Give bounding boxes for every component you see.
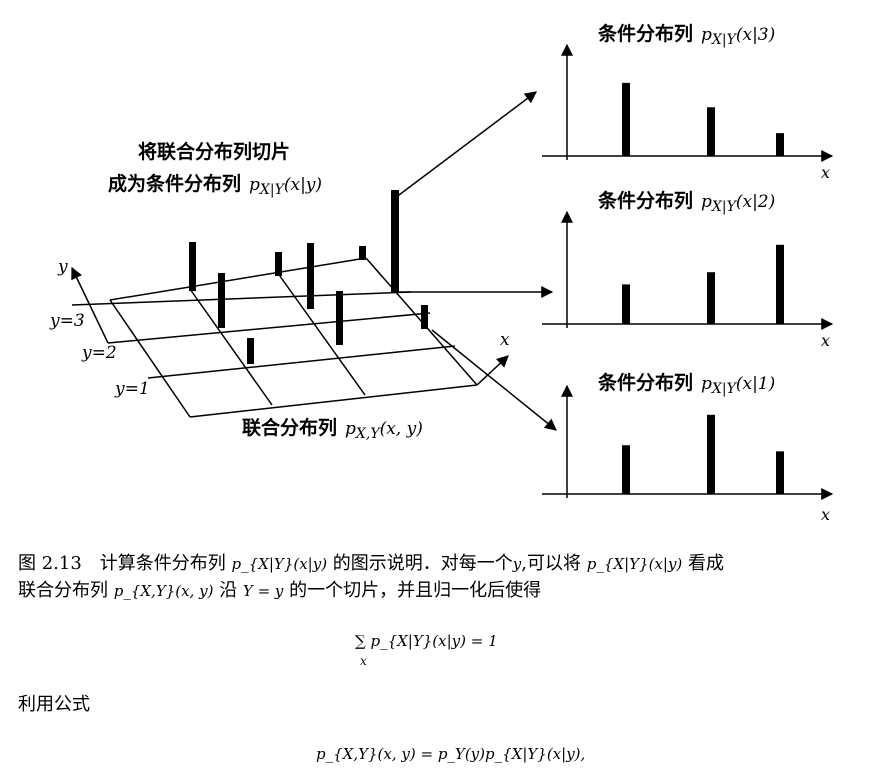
conditional-bar: [622, 82, 630, 156]
caption-text: 沿: [219, 580, 238, 601]
conditional-bar: [707, 107, 715, 156]
left-label-line1: 将联合分布列切片: [138, 140, 290, 163]
conditional-bar: [707, 272, 715, 324]
row-label-y3: y=3: [49, 311, 85, 331]
conditional-bar: [776, 451, 784, 494]
row-label-y1: y=1: [114, 379, 150, 399]
conditional-bar: [776, 133, 784, 156]
caption-text: 的图示说明．对每一个: [332, 553, 513, 574]
row-label-y2: y=2: [81, 343, 117, 363]
caption-math: p_{X|Y}(x|y): [231, 555, 328, 573]
equation-product-rule: p_{X,Y}(x, y) = p_Y(y)p_{X|Y}(x|y),: [316, 741, 585, 767]
equation-text: ∑ p_{X|Y}(x|y) = 1: [355, 632, 498, 650]
conditional-bar: [622, 284, 630, 324]
joint-bar: [275, 252, 282, 276]
joint-grid: [71, 257, 478, 418]
caption-math: p_{X,Y}(x, y): [113, 582, 214, 600]
joint-bars: [189, 190, 428, 364]
caption-line-1: 图 2.13 计算条件分布列 p_{X|Y}(x|y) 的图示说明．对每一个y,…: [18, 551, 724, 577]
equation-text: p_{X,Y}(x, y) = p_Y(y)p_{X|Y}(x|y),: [316, 745, 586, 763]
caption-math: p_{X|Y}(x|y): [586, 555, 683, 573]
panel-y2-bars: [622, 244, 784, 324]
caption-text: 的一个切片，并且归一化后使得: [289, 580, 542, 601]
slice-arrow-y3: [394, 91, 537, 199]
caption-text: ,可以将: [521, 553, 582, 574]
panel-y1-bars: [622, 414, 784, 494]
equation-normalization-sub: x: [360, 654, 367, 668]
slice-arrow-y1: [431, 329, 557, 431]
joint-bar: [189, 242, 196, 291]
conditional-bar: [776, 244, 784, 324]
equation-normalization: ∑ p_{X|Y}(x|y) = 1: [355, 628, 498, 654]
panel-y1-x-label: x: [821, 505, 830, 524]
caption-text: 联合分布列: [18, 580, 108, 601]
joint-bar: [336, 291, 343, 345]
conditional-bar: [622, 445, 630, 494]
joint-bar: [391, 190, 399, 292]
panel-y2-x-label: x: [821, 331, 830, 350]
x-axis-label: x: [500, 330, 510, 350]
joint-bar: [218, 273, 225, 328]
caption-math: y: [512, 555, 522, 573]
y-axis-label: y: [57, 257, 68, 277]
caption-fig-number: 图 2.13 计算条件分布列: [18, 553, 226, 574]
caption-text: 看成: [688, 553, 724, 574]
joint-bar: [307, 243, 314, 309]
joint-bar: [247, 338, 254, 364]
y-axis: [71, 266, 109, 344]
caption-line-2: 联合分布列 p_{X,Y}(x, y) 沿 Y = y 的一个切片，并且归一化后…: [18, 578, 541, 604]
equation-subscript: x: [360, 654, 367, 668]
joint-bar: [421, 305, 428, 329]
x-axis: [476, 355, 509, 386]
caption-math: Y = y: [242, 582, 284, 600]
joint-bar: [359, 246, 366, 260]
panel-y3-bars: [622, 82, 784, 156]
text-formula-intro: 利用公式: [18, 694, 90, 715]
conditional-bar: [707, 414, 715, 494]
panel-y3-x-label: x: [821, 163, 830, 182]
